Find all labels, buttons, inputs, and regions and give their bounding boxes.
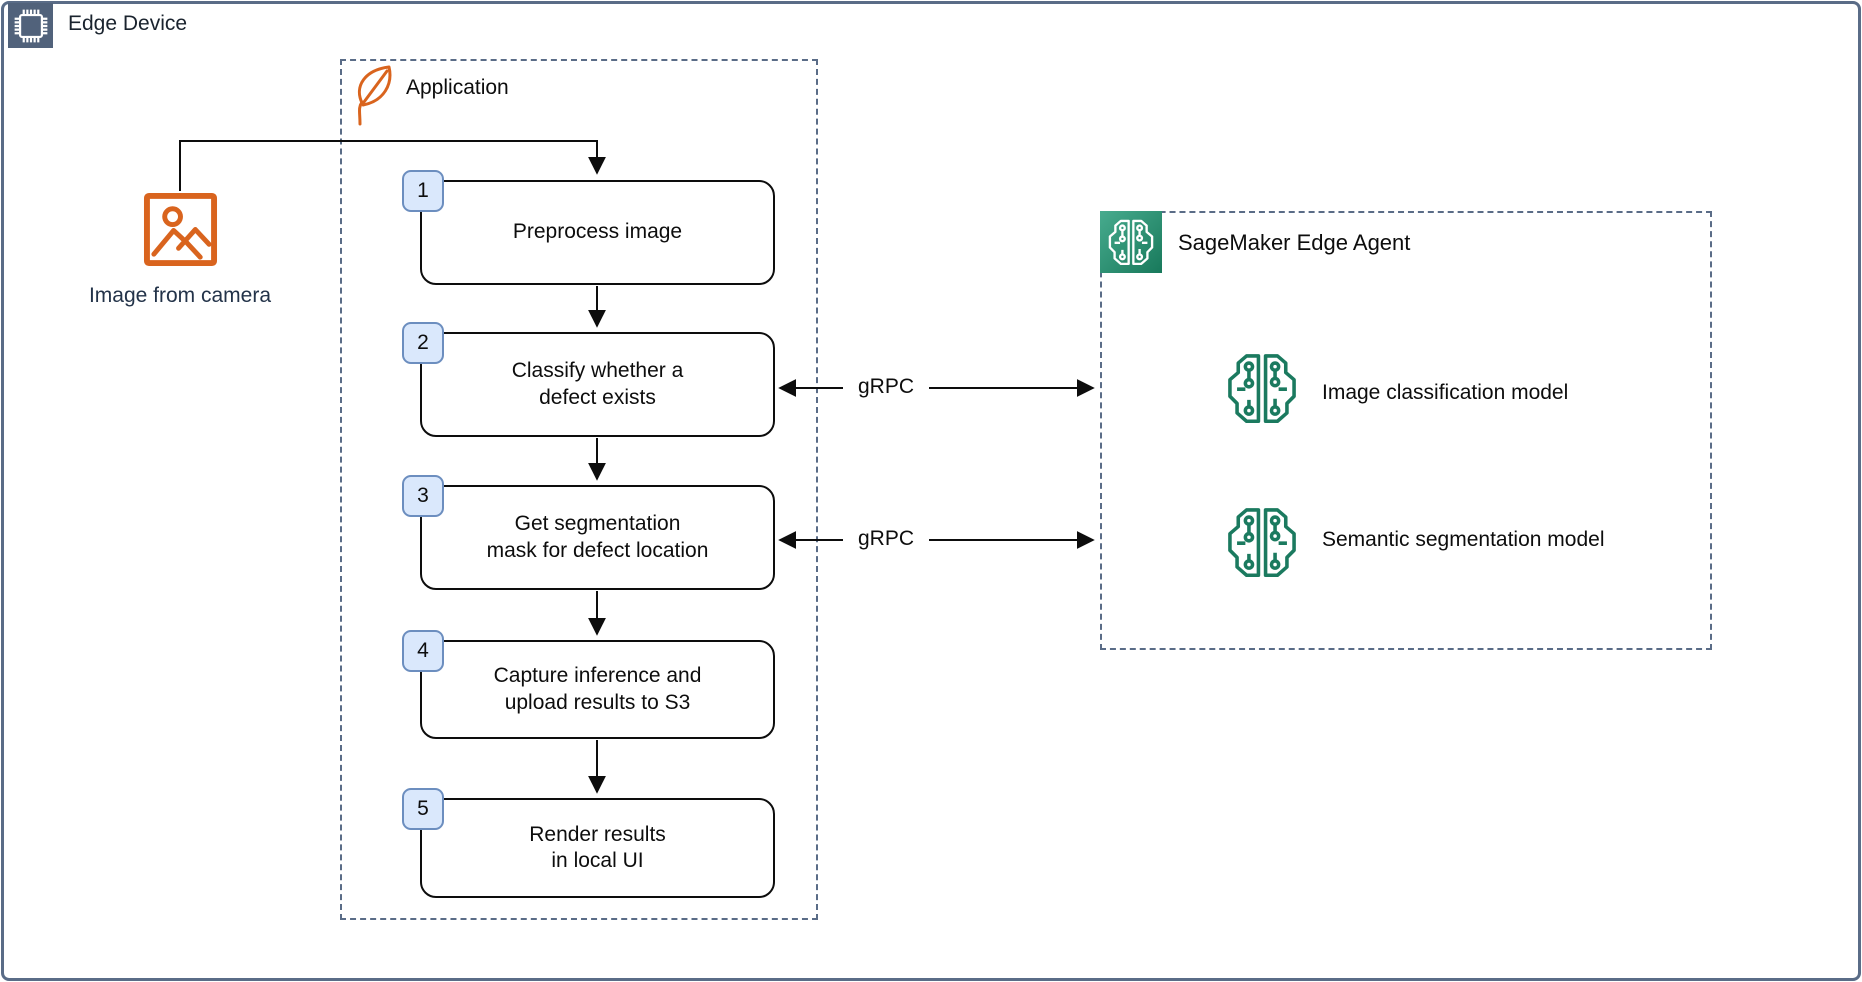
sagemaker-title: SageMaker Edge Agent bbox=[1178, 230, 1411, 255]
image-picture-icon bbox=[143, 192, 218, 267]
step-number-badge-3: 3 bbox=[402, 475, 444, 517]
sagemaker-group-border bbox=[1100, 211, 1712, 650]
edge-device-title: Edge Device bbox=[68, 12, 188, 35]
image-from-camera-icon bbox=[143, 192, 218, 267]
step-box-preprocess: Preprocess image bbox=[420, 180, 775, 285]
image-classification-model-icon bbox=[1224, 350, 1300, 426]
step-number-badge-5: 5 bbox=[402, 788, 444, 830]
brain-circuit-icon-white bbox=[1108, 219, 1154, 266]
semantic-segmentation-model-icon bbox=[1224, 504, 1300, 580]
step-box-segmentation: Get segmentation mask for defect locatio… bbox=[420, 485, 775, 590]
application-title: Application bbox=[406, 76, 509, 99]
step-box-render: Render results in local UI bbox=[420, 798, 775, 898]
brain-circuit-icon bbox=[1228, 354, 1296, 424]
step-box-classify: Classify whether a defect exists bbox=[420, 332, 775, 437]
step-number-badge-2: 2 bbox=[402, 322, 444, 364]
sagemaker-edge-agent-icon bbox=[1100, 211, 1162, 273]
chip-icon bbox=[14, 9, 47, 42]
semantic-segmentation-model-label: Semantic segmentation model bbox=[1322, 528, 1605, 551]
application-leaf-icon bbox=[348, 64, 394, 126]
image-classification-model-label: Image classification model bbox=[1322, 381, 1569, 404]
leaf-icon bbox=[357, 65, 392, 126]
step-number-badge-4: 4 bbox=[402, 630, 444, 672]
grpc-label-classification: gRPC bbox=[843, 374, 929, 400]
brain-circuit-icon bbox=[1228, 508, 1296, 578]
camera-label: Image from camera bbox=[88, 284, 272, 307]
step-number-badge-1: 1 bbox=[402, 170, 444, 212]
edge-device-chip-icon bbox=[8, 3, 53, 48]
step-box-capture-upload: Capture inference and upload results to … bbox=[420, 640, 775, 739]
grpc-label-segmentation: gRPC bbox=[843, 526, 929, 552]
application-group-border bbox=[340, 59, 818, 920]
